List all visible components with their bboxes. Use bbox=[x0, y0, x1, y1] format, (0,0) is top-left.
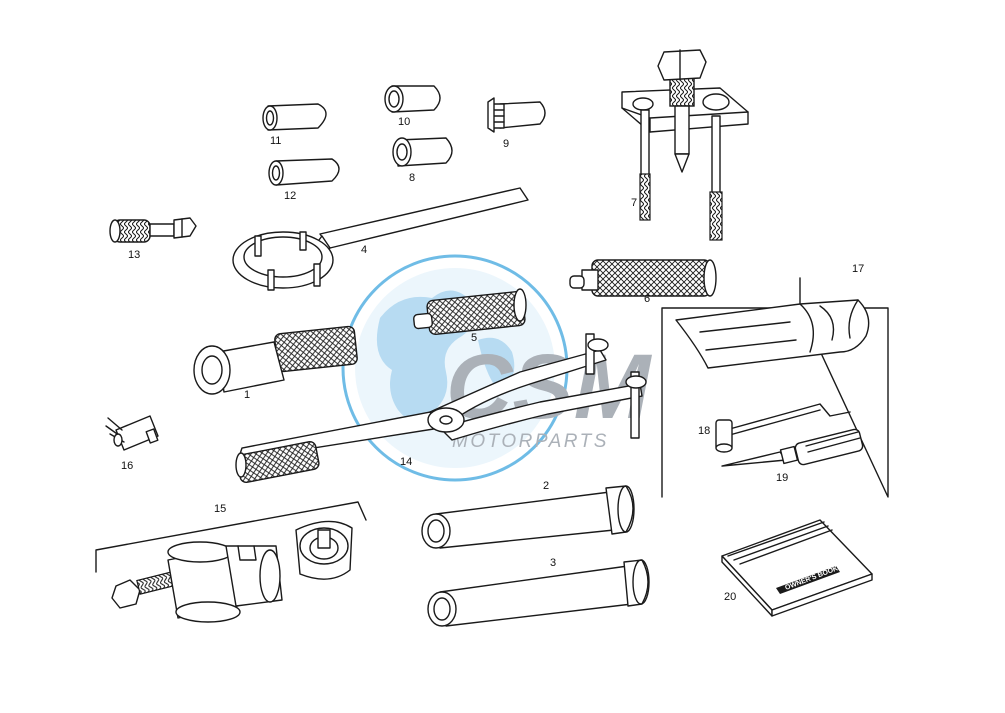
callout-15: 15 bbox=[214, 503, 226, 515]
tool-5-knurled-drift bbox=[413, 288, 527, 336]
callout-12: 12 bbox=[284, 190, 296, 202]
item-20-owners-book: OWNER'S BOOK bbox=[721, 519, 873, 617]
watermark-tagline: MOTORPARTS bbox=[452, 431, 609, 452]
tool-8-bushing bbox=[392, 137, 453, 167]
callout-13: 13 bbox=[128, 249, 140, 261]
tool-1-knurled-punch bbox=[193, 325, 358, 395]
tool-19-screwdriver bbox=[721, 428, 864, 467]
callout-14: 14 bbox=[400, 456, 412, 468]
tool-9-crown-bushing bbox=[487, 97, 546, 133]
callout-6: 6 bbox=[644, 293, 650, 305]
puller-collar bbox=[295, 520, 353, 580]
tool-12-bushing bbox=[268, 158, 340, 186]
callout-7: 7 bbox=[631, 197, 637, 209]
tool-6-knurled-drift bbox=[569, 259, 717, 297]
callout-9: 9 bbox=[503, 138, 509, 150]
tool-7-puller bbox=[621, 49, 749, 241]
tool-kit-box bbox=[661, 277, 889, 498]
tool-17-tool-roll bbox=[675, 299, 870, 369]
callout-5: 5 bbox=[471, 332, 477, 344]
callout-20: 20 bbox=[724, 591, 736, 603]
tool-2-sleeve bbox=[421, 485, 635, 549]
callout-4: 4 bbox=[361, 244, 367, 256]
callout-11: 11 bbox=[270, 135, 281, 147]
tool-11-bushing bbox=[262, 103, 327, 131]
callout-2: 2 bbox=[543, 480, 549, 492]
tool-3-sleeve bbox=[427, 559, 650, 627]
tool-18-box-spanner bbox=[715, 403, 851, 453]
tool-10-bushing bbox=[384, 85, 441, 113]
callout-8: 8 bbox=[409, 172, 415, 184]
callout-10: 10 bbox=[398, 116, 410, 128]
callout-labels: 1 2 3 4 5 6 7 8 9 10 11 12 13 14 15 16 1… bbox=[121, 116, 864, 603]
tool-14-pliers bbox=[235, 333, 647, 484]
callout-17: 17 bbox=[852, 263, 864, 275]
tool-4-ring-spanner bbox=[232, 187, 529, 291]
tool-16-hook-tool bbox=[105, 415, 159, 451]
callout-1: 1 bbox=[244, 389, 250, 401]
callout-18: 18 bbox=[698, 425, 710, 437]
callout-3: 3 bbox=[550, 557, 556, 569]
tool-13-threaded-adapter bbox=[109, 217, 197, 243]
callout-16: 16 bbox=[121, 460, 133, 472]
spanner-pins bbox=[254, 231, 321, 291]
puller-body bbox=[167, 541, 283, 623]
callout-19: 19 bbox=[776, 472, 788, 484]
tool-15-bearing-puller bbox=[95, 501, 367, 623]
